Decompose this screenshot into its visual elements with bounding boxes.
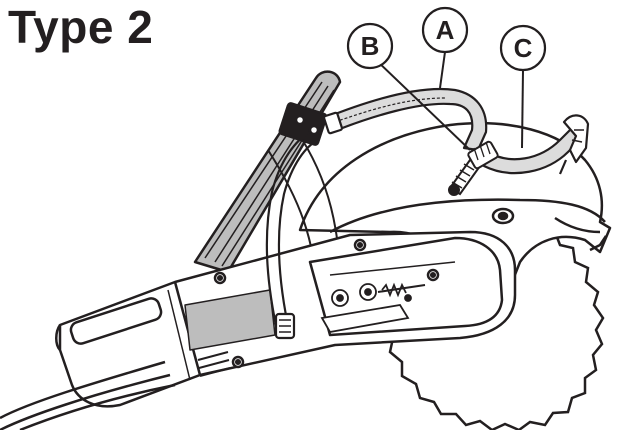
water-hose-b (448, 140, 499, 196)
water-hose-c (482, 114, 590, 175)
callout-b-label: B (361, 31, 380, 61)
callout-a: A (421, 6, 469, 54)
water-hose-a (322, 87, 488, 152)
belt-tensioner (320, 282, 426, 333)
callout-b: B (346, 22, 394, 70)
callout-leaders (375, 51, 524, 151)
callout-c-label: C (514, 33, 533, 63)
water-hose-lower (265, 131, 319, 340)
callout-a-label: A (436, 15, 455, 45)
figure-title: Type 2 (8, 1, 154, 53)
callout-c: C (499, 24, 547, 72)
